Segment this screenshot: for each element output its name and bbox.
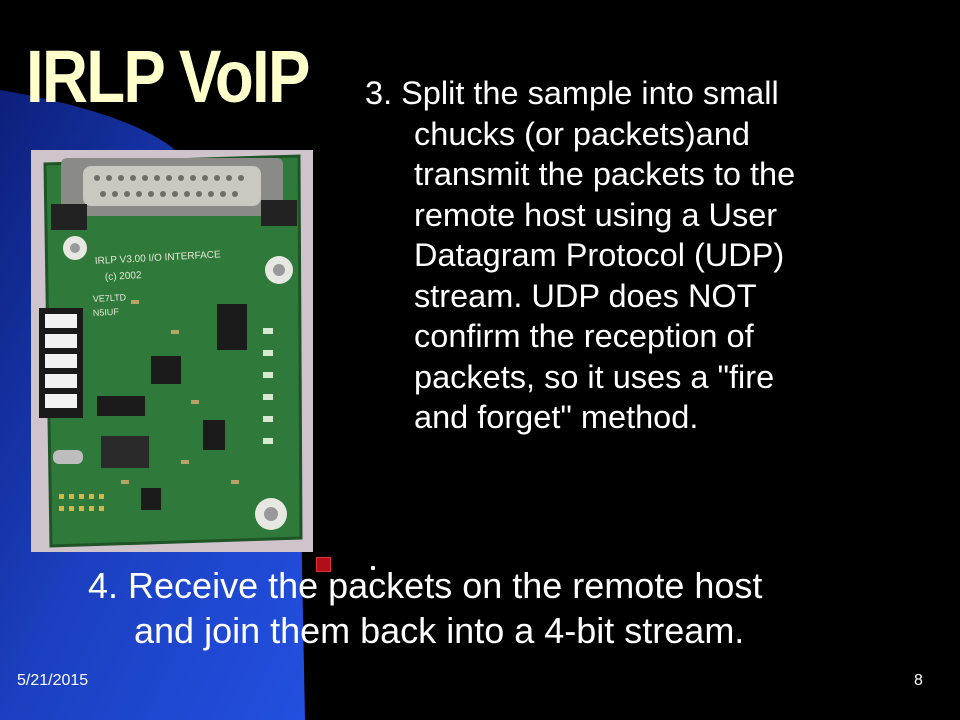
point-3-first-line: 3. Split the sample into small <box>365 75 779 111</box>
svg-text:(c) 2002: (c) 2002 <box>105 270 143 283</box>
point-3-line: and forget" method. <box>414 399 699 435</box>
point-4-line-1: 4. Receive the packets on the remote hos… <box>88 565 763 606</box>
bullet-square-icon <box>316 557 331 572</box>
point-3-line: confirm the reception of <box>414 318 754 354</box>
point-4-text: 4. Receive the packets on the remote hos… <box>88 563 928 653</box>
footer-page-number: 8 <box>914 672 923 689</box>
point-3-line: stream. UDP does NOT <box>414 277 757 314</box>
footer-date: 5/21/2015 <box>17 672 89 689</box>
dot-mark <box>371 566 375 570</box>
circuit-board-photo: IRLP V3.00 I/O INTERFACE (c) 2002 VE7LTD… <box>31 150 313 552</box>
point-3-line: transmit the packets to the <box>414 156 796 192</box>
point-3-line: remote host using a User <box>414 196 778 233</box>
svg-text:N5IUF: N5IUF <box>93 307 120 318</box>
point-3-text: 3. Split the sample into small chucks (o… <box>365 73 925 438</box>
slide-title: IRLP VoIP <box>26 35 310 118</box>
point-3-line: packets, so it uses a "fire <box>414 358 775 395</box>
point-3-line: chucks (or packets)and <box>414 115 750 152</box>
svg-text:VE7LTD: VE7LTD <box>93 292 127 304</box>
point-4-line-2: and join them back into a 4-bit stream. <box>134 610 745 651</box>
point-3-line: Datagram Protocol (UDP) <box>414 237 785 273</box>
